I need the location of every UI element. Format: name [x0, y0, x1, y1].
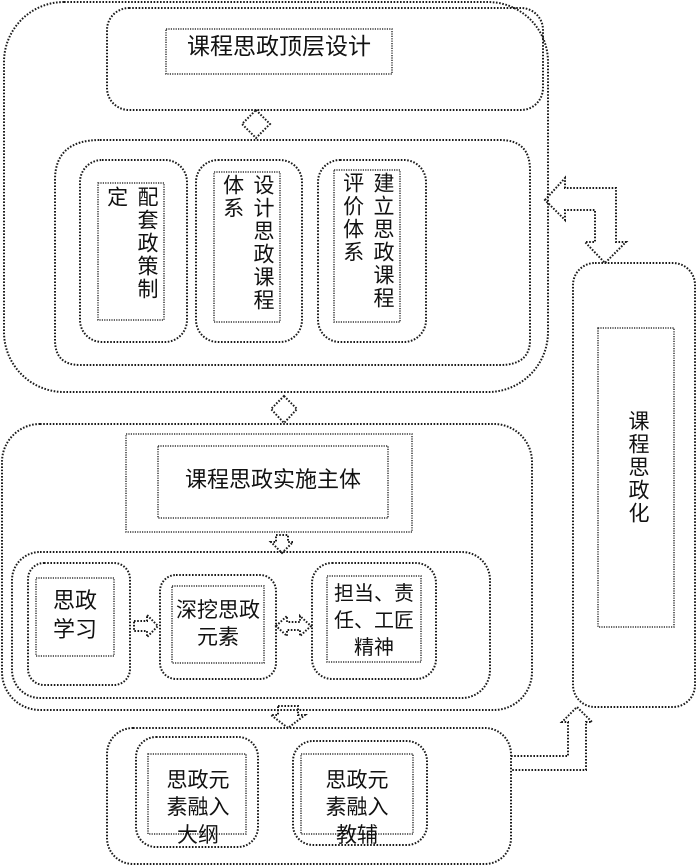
side-result-label: 课程思政化 — [626, 410, 650, 525]
arrow-up-icon — [511, 705, 595, 771]
bidirectional-arrow-icon — [274, 613, 313, 639]
middle-item-2-box — [171, 585, 265, 664]
top-item-3-label: 建立思政课程评价体系 — [340, 172, 395, 310]
bidirectional-arrow-icon — [268, 534, 296, 555]
side-result-outer — [572, 262, 696, 708]
middle-section-title: 课程思政实施主体 — [184, 468, 361, 493]
middle-item-1-label: 思政学习 — [52, 589, 97, 643]
top-item-3-frame — [317, 159, 427, 343]
bidirectional-arrow-icon — [240, 108, 272, 140]
bidirectional-arrow-icon — [269, 394, 299, 425]
middle-item-1-frame — [27, 562, 131, 686]
bottom-item-1-label: 思政元素融入大纲 — [166, 768, 230, 847]
top-item-1-box — [97, 182, 165, 321]
bottom-section-outer — [106, 727, 512, 865]
top-item-1-label: 配套政策制定 — [104, 186, 159, 301]
top-item-1-frame — [79, 159, 188, 343]
middle-item-3-frame — [311, 562, 437, 680]
bottom-item-1-frame — [135, 736, 259, 848]
middle-item-2-frame — [159, 574, 277, 680]
side-result-box — [597, 327, 675, 628]
top-item-2-label: 设计思政课程体系 — [220, 174, 275, 312]
top-title-container — [106, 7, 544, 111]
top-section-title: 课程思政顶层设计 — [187, 34, 371, 60]
middle-items-container — [11, 551, 491, 699]
arrow-right-icon — [133, 612, 160, 640]
top-title-box — [165, 28, 393, 75]
middle-item-3-label: 担当、责任、工匠精神 — [334, 581, 414, 659]
middle-item-2-label: 深挖思政元素 — [176, 598, 260, 650]
bottom-item-2-frame — [292, 740, 428, 846]
bottom-item-1-box — [147, 753, 247, 835]
top-item-3-box — [333, 169, 401, 323]
bottom-item-2-box — [300, 753, 414, 835]
arrow-down-icon — [268, 705, 308, 730]
middle-item-1-box — [35, 577, 115, 657]
bottom-item-2-label: 思政元素融入教辅 — [325, 768, 389, 847]
middle-section-outer — [1, 423, 533, 711]
arrow-return-icon — [543, 175, 629, 265]
middle-item-3-box — [326, 575, 422, 663]
top-items-container — [54, 139, 531, 366]
